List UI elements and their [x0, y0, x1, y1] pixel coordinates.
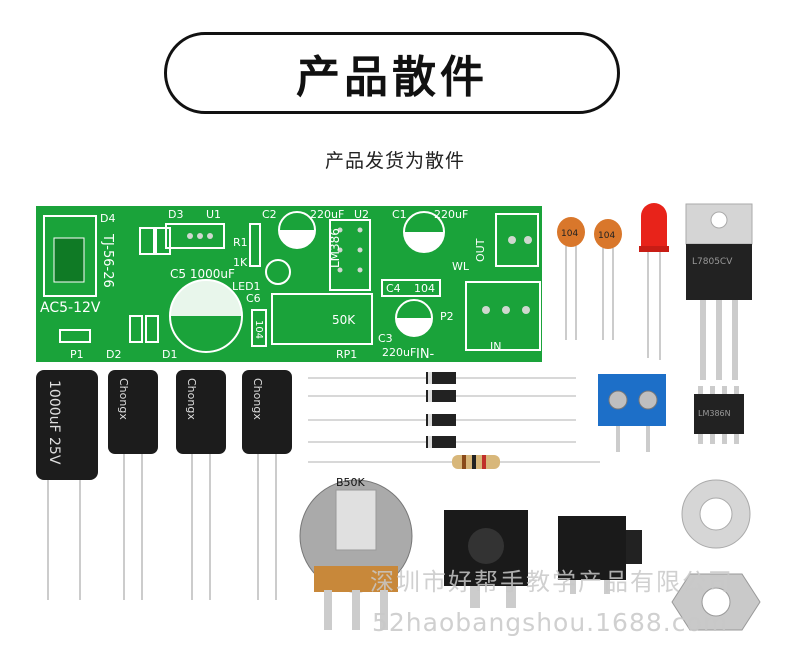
pcb-label-c5: C5 1000uF: [170, 267, 235, 281]
product-photo: D4 D3 U1 C2 220uF U2 C1 220uF TJ-56-26 R…: [36, 203, 761, 631]
pcb-label-c6-val: 104: [253, 320, 264, 339]
pcb-u1-outline: [165, 223, 225, 249]
small-cap-body: [242, 370, 292, 454]
pcb-diode-outline: [155, 227, 171, 255]
pcb-label-c1: C1: [392, 208, 407, 221]
big-cap-label: 1000uF 25V: [46, 380, 62, 465]
pcb-resistor-outline: [249, 223, 261, 267]
pcb-cap-c6-outline: [251, 309, 267, 347]
pcb-connector-body: [53, 237, 85, 283]
cap-brand: Chongx: [251, 378, 264, 420]
regulator-label: L7805CV: [692, 257, 733, 267]
pcb-label-c4-val: 104: [414, 282, 435, 295]
pcb-label-rp1: RP1: [336, 348, 357, 361]
cap-brand: Chongx: [117, 378, 130, 420]
pcb-label-c1-val: 220uF: [434, 208, 468, 221]
pcb-pot-outline: [271, 293, 373, 345]
pot-label: B50K: [336, 476, 366, 489]
pcb-lm386-outline: [329, 219, 371, 291]
dc-jack: [444, 510, 528, 608]
pcb-cap-c1-shade: [404, 232, 444, 252]
pcb-label-in-minus: IN-: [416, 347, 435, 362]
small-cap-body: [108, 370, 158, 454]
voltage-regulator: L7805CV: [685, 203, 753, 380]
washer-and-nut: [671, 479, 761, 631]
red-led: [639, 203, 669, 360]
pcb-diode-outline: [145, 315, 159, 343]
ceramic-cap-body: [557, 217, 585, 247]
pcb-label-in: IN: [490, 340, 501, 353]
pcb-connector-outline: [43, 215, 97, 297]
pcb-label-r1: R1: [233, 236, 248, 249]
pcb-label-c3-val: 220uF: [382, 346, 416, 359]
pcb-label-lm386: LM386: [328, 228, 342, 268]
diodes: [308, 372, 576, 448]
pcb-board: [36, 206, 542, 362]
pcb-label-c6: C6: [246, 292, 261, 305]
pcb-label-u1: U1: [206, 208, 221, 221]
pcb-label-pot: 50K: [332, 313, 356, 327]
pcb-cap-c3-shade: [396, 318, 432, 336]
pcb-diode-outline: [129, 315, 143, 343]
ceramic-cap-label: 104: [598, 231, 615, 241]
pcb-label-d4: D4: [100, 212, 115, 225]
pcb-label-wl: WL: [452, 260, 470, 273]
pcb-cap-c4-outline: [381, 279, 441, 297]
pcb-label-p2: P2: [440, 310, 454, 323]
page-title: 产品散件: [296, 52, 488, 103]
pcb-label-r1-val: 1K: [233, 256, 248, 269]
electrolytic-capacitors: 1000uF 25V Chongx Chongx Chongx: [36, 370, 292, 600]
pcb-out-terminal: [495, 213, 539, 267]
terminal-block: [598, 374, 666, 452]
pcb-label-led1: LED1: [232, 280, 261, 293]
pcb-in-connector: [465, 281, 541, 351]
pcb-label-model: TJ-56-26: [100, 233, 115, 288]
ceramic-capacitors: 104 104: [557, 217, 622, 340]
pcb-label-u2: U2: [354, 208, 369, 221]
pcb-label-d2: D2: [106, 348, 121, 361]
pcb-p1-outline: [59, 329, 91, 343]
pcb-cap-c5-shade: [170, 280, 242, 316]
audio-jack: [558, 516, 642, 594]
pcb-label-c2: C2: [262, 208, 277, 221]
ceramic-cap-body: [594, 219, 622, 249]
pcb-label-c2-val: 220uF: [310, 208, 344, 221]
pcb-label-c3: C3: [378, 332, 393, 345]
pcb-label-out: OUT: [474, 238, 487, 262]
ic-label: LM386N: [698, 409, 731, 418]
pcb-diode-outline: [139, 227, 155, 255]
resistor: [308, 455, 600, 469]
pcb-led-outline: [265, 259, 291, 285]
ceramic-cap-label: 104: [561, 229, 578, 239]
pcb-label-d3: D3: [168, 208, 183, 221]
pcb-label-d1: D1: [162, 348, 177, 361]
lm386-ic: LM386N: [694, 386, 744, 444]
pcb-cap-c2-shade: [279, 230, 315, 248]
potentiometer: B50K: [299, 476, 413, 630]
title-pill: 产品散件: [164, 32, 620, 114]
pcb-label-p1: P1: [70, 348, 84, 361]
big-cap-body: [36, 370, 98, 480]
small-cap-body: [176, 370, 226, 454]
pcb-label-ac: AC5-12V: [40, 300, 101, 316]
cap-brand: Chongx: [185, 378, 198, 420]
page-subtitle: 产品发货为散件: [324, 150, 465, 172]
pcb-label-c4: C4: [386, 282, 401, 295]
